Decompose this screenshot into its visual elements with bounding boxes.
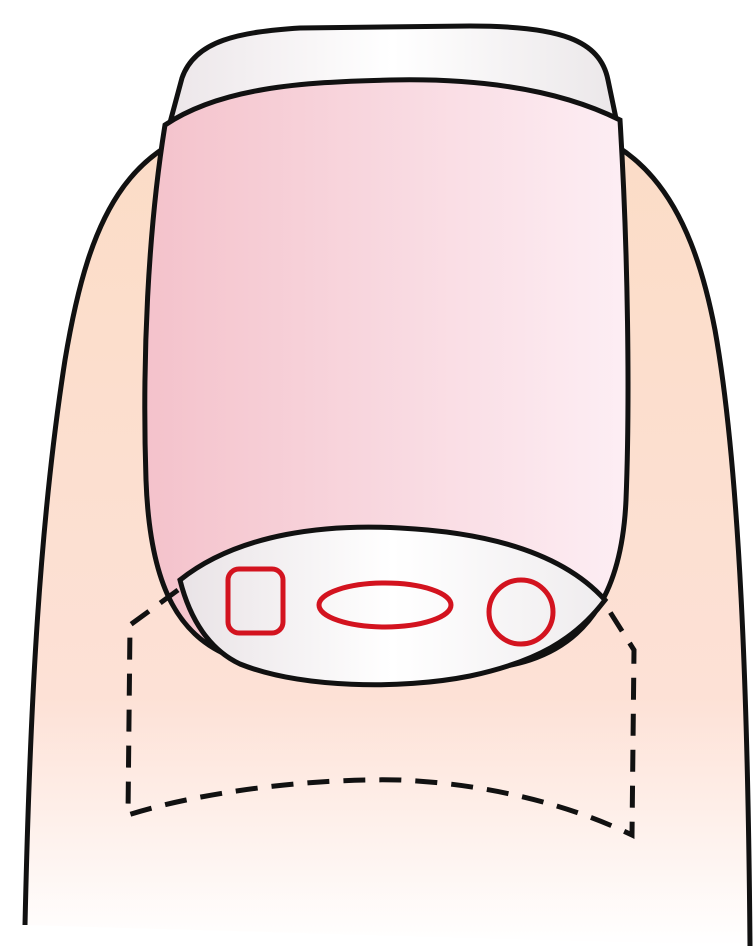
nail-illustration: [0, 0, 753, 946]
nail-diagram: [0, 0, 753, 946]
